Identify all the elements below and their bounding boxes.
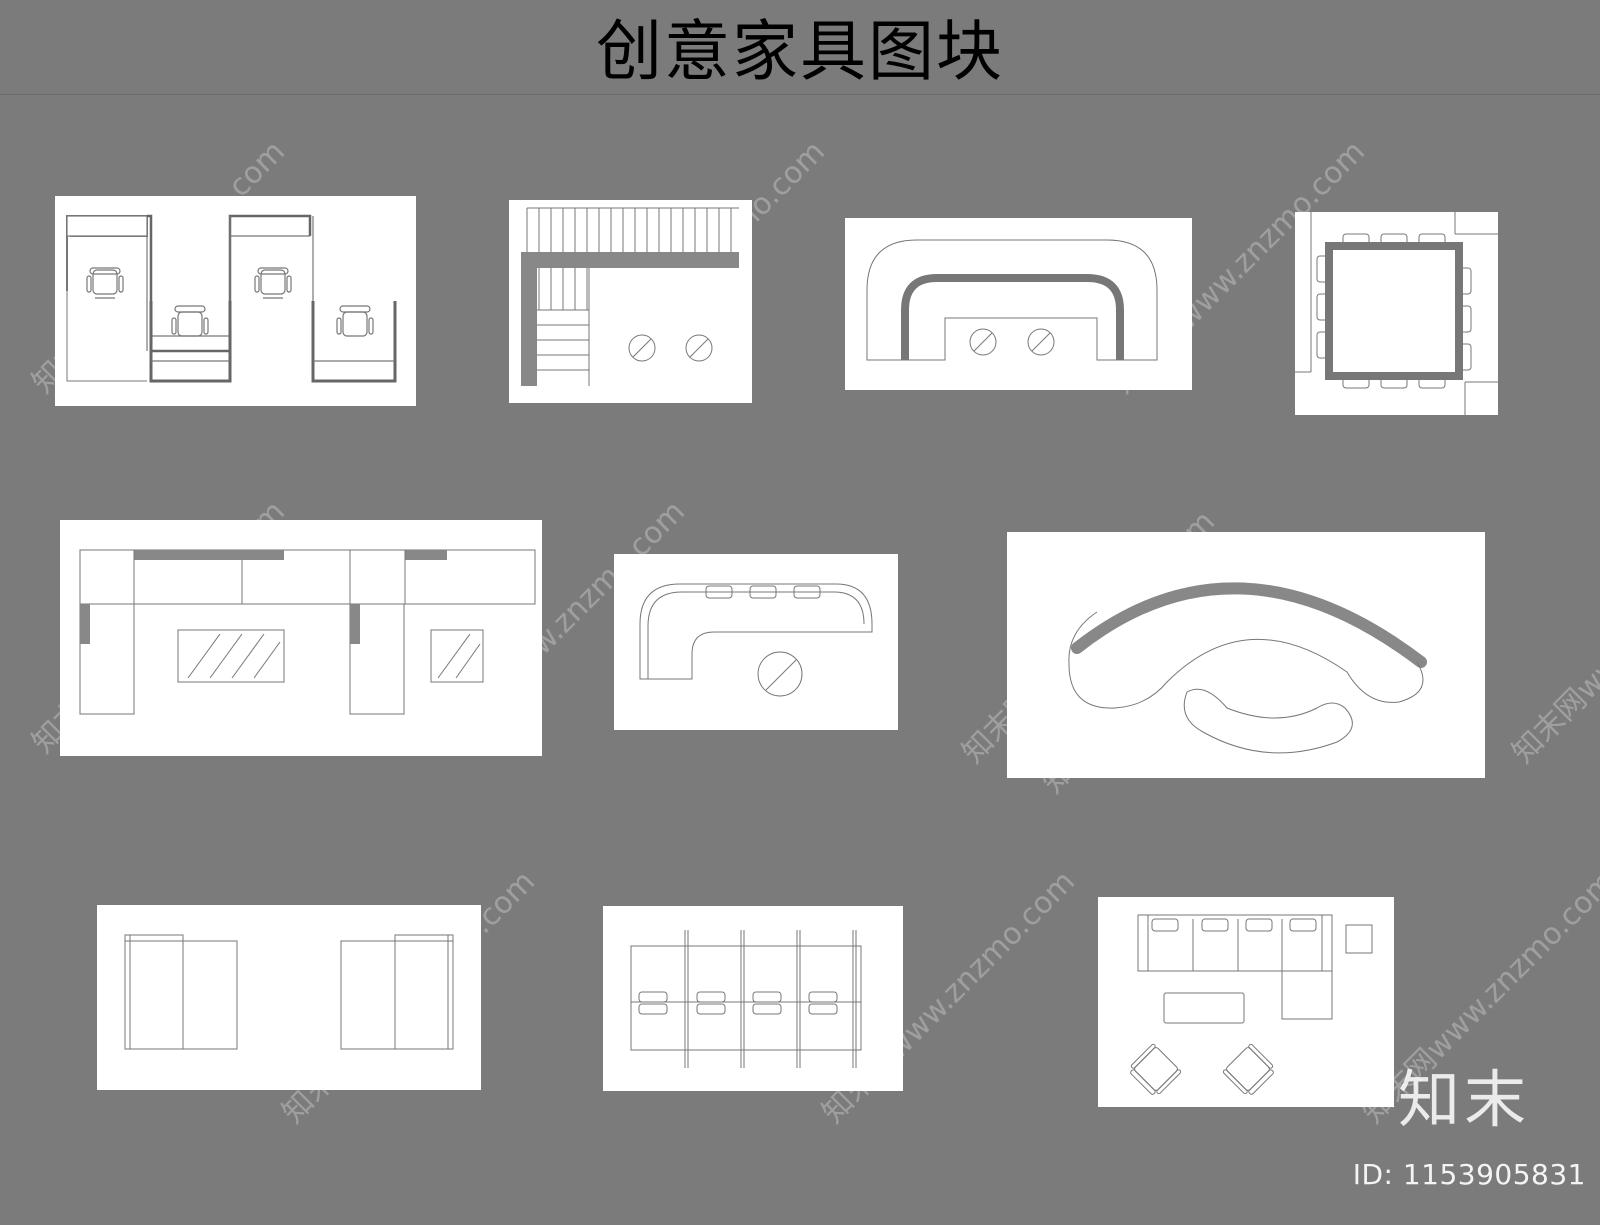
- reception-desk-block: [845, 218, 1192, 390]
- four-seat-bench-block: [603, 906, 903, 1091]
- brand-logo: 知末: [1397, 1063, 1530, 1136]
- curved-bar-counter-block: [614, 554, 898, 730]
- square-sofa-booth-block: [1295, 212, 1498, 415]
- twin-sofa-block: [97, 905, 481, 1090]
- sofa-set-block: [1098, 897, 1394, 1107]
- watermark: 知末网www.znzmo.com: [1505, 504, 1600, 771]
- double-workstation-block: [55, 196, 416, 406]
- arc-sofa-block: [1007, 532, 1485, 778]
- staircase-block: [509, 200, 752, 403]
- id-label: ID: 1153905831: [1352, 1158, 1586, 1191]
- page-title: 创意家具图块: [596, 13, 1004, 90]
- long-desk-cabinet-block: [60, 520, 542, 756]
- title-bar: 创意家具图块: [0, 0, 1600, 95]
